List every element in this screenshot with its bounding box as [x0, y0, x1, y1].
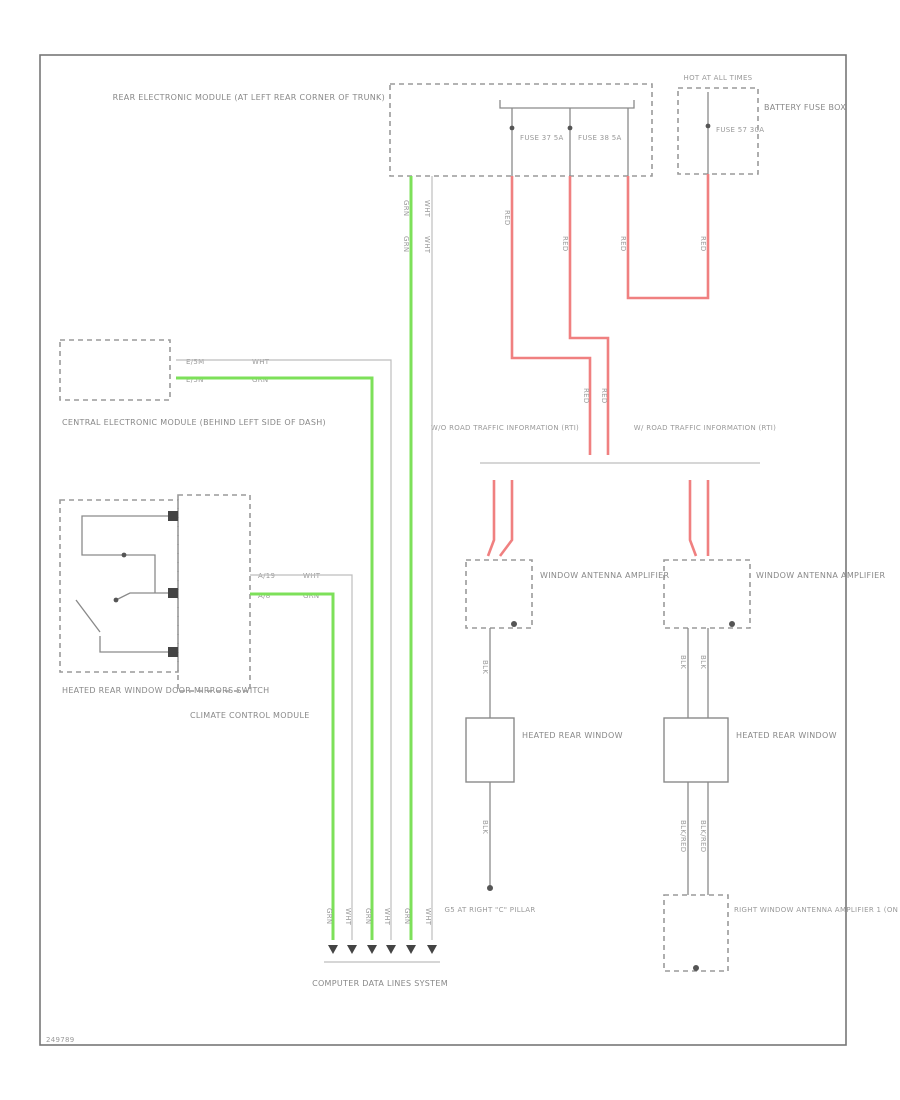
ccm-wire-grn-label: GRN [303, 592, 319, 600]
wire-label-red-3: RED [619, 236, 627, 252]
cdl-label-6: WHT [424, 908, 432, 926]
cdl-label-2: WHT [344, 908, 352, 926]
wire-cem-grn [176, 376, 374, 940]
wire-label-red-2: RED [561, 236, 569, 252]
window-antenna-amplifier-right: WINDOW ANTENNA AMPLIFIER [663, 559, 885, 629]
wire-right-amp-red-a [688, 480, 698, 557]
cem-label: CENTRAL ELECTRONIC MODULE (BEHIND LEFT S… [62, 418, 326, 427]
wire-label-red-1: RED [503, 210, 511, 226]
rti-right-label: W/ ROAD TRAFFIC INFORMATION (RTI) [634, 424, 776, 432]
wire-left-amp-red-b [498, 480, 514, 557]
cem-wire-grn-label: GRN [252, 376, 268, 384]
wire-cem-wht [176, 359, 392, 940]
amp-right-bottom-label: RIGHT WINDOW ANTENNA AMPLIFIER 1 (ON RIG… [734, 906, 900, 914]
cdl-label-5: GRN [403, 908, 411, 924]
rear-module-label: REAR ELECTRONIC MODULE (AT LEFT REAR COR… [113, 93, 385, 102]
wire-ccm-grn [250, 592, 335, 940]
hrw-left-label: HEATED REAR WINDOW [522, 731, 623, 740]
amp-left-label: WINDOW ANTENNA AMPLIFIER [540, 571, 669, 580]
ccm-pin-1: A/19 [258, 572, 275, 580]
cem-pin-1: E/5M [186, 358, 204, 366]
battery-fuse-box: HOT AT ALL TIMES FUSE 57 30A BATTERY FUS… [677, 74, 846, 175]
cdl-label-4: WHT [383, 908, 391, 926]
fuse-57-label: FUSE 57 30A [716, 126, 764, 134]
wire-label-blk-red-1: BLK/RED [679, 820, 687, 852]
cdl-label-3: GRN [364, 908, 372, 924]
hrw-right-label: HEATED REAR WINDOW [736, 731, 837, 740]
wire-label-blk-4: BLK [699, 655, 707, 669]
wire-left-amp-red-a [486, 480, 496, 557]
cdl-label-1: GRN [325, 908, 333, 924]
cem-wire-wht-label: WHT [252, 358, 270, 366]
wire-label-red-4: RED [699, 236, 707, 252]
wire-fuse-38-red [568, 176, 610, 455]
ccm-label: CLIMATE CONTROL MODULE [190, 711, 310, 720]
switch-label: HEATED REAR WINDOW DOOR MIRRORS SWITCH [62, 686, 269, 695]
heated-rear-window-switch: HEATED REAR WINDOW DOOR MIRRORS SWITCH [59, 499, 269, 695]
ground-g5-label: G5 AT RIGHT "C" PILLAR [444, 906, 535, 914]
heated-rear-window-right: HEATED REAR WINDOW [663, 717, 837, 783]
wire-label-red-5: RED [582, 388, 590, 404]
wire-label-blk-2: BLK [481, 820, 489, 834]
wire-fuse-37-red [510, 176, 592, 455]
computer-data-lines-connector: COMPUTER DATA LINES SYSTEM [312, 945, 448, 988]
climate-control-module: CLIMATE CONTROL MODULE [168, 494, 310, 720]
rti-left-label: W/O ROAD TRAFFIC INFORMATION (RTI) [431, 424, 579, 432]
cdl-label: COMPUTER DATA LINES SYSTEM [312, 979, 448, 988]
rem-wire-wht-label: WHT [423, 200, 431, 218]
fuse-37-label: FUSE 37 5A [520, 134, 564, 142]
ccm-wire-wht-label: WHT [303, 572, 321, 580]
ccm-pin-2: A/8 [258, 592, 271, 600]
rem-wire-grn-label: GRN [402, 200, 410, 216]
fuse-38-label: FUSE 38 5A [578, 134, 622, 142]
central-electronic-module: CENTRAL ELECTRONIC MODULE (BEHIND LEFT S… [59, 339, 326, 427]
right-window-antenna-amplifier-1: RIGHT WINDOW ANTENNA AMPLIFIER 1 (ON RIG… [663, 894, 900, 972]
rem-wire-grn-label-2: GRN [402, 236, 410, 252]
diagram-ref: 249789 [46, 1036, 75, 1044]
heated-rear-window-left: HEATED REAR WINDOW [465, 717, 623, 783]
amp-right-label: WINDOW ANTENNA AMPLIFIER [756, 571, 885, 580]
battery-fuse-box-label: BATTERY FUSE BOX [764, 103, 846, 112]
diagram-frame [39, 54, 847, 1046]
wire-label-blk-red-2: BLK/RED [699, 820, 707, 852]
window-antenna-amplifier-left: WINDOW ANTENNA AMPLIFIER [465, 559, 669, 629]
wire-label-blk-3: BLK [679, 655, 687, 669]
rem-wire-wht-label-2: WHT [423, 236, 431, 254]
hot-at-all-times-label: HOT AT ALL TIMES [684, 74, 753, 82]
cem-pin-2: E/5N [186, 376, 204, 384]
wire-ccm-wht [250, 574, 353, 940]
rear-electronic-module: REAR ELECTRONIC MODULE (AT LEFT REAR COR… [113, 83, 653, 177]
wire-label-red-6: RED [600, 388, 608, 404]
wire-batt-red [626, 174, 710, 300]
wire-label-blk-1: BLK [481, 660, 489, 674]
